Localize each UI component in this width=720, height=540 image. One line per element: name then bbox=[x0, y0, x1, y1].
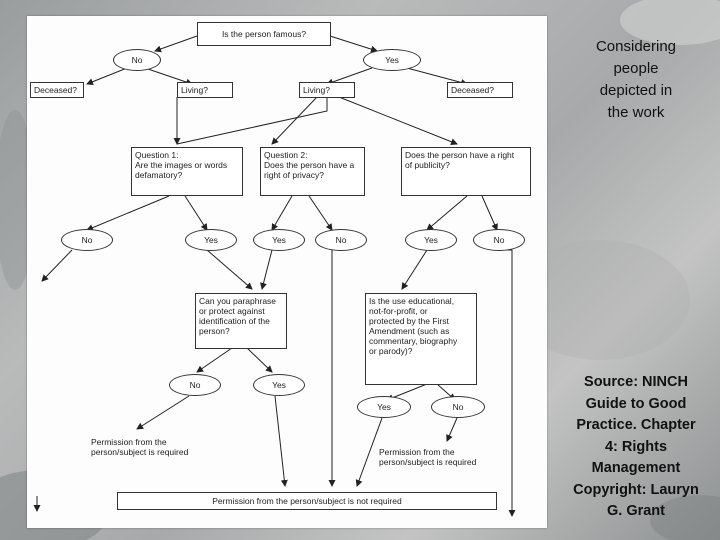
living-right-node: Living? bbox=[299, 82, 355, 98]
paraphrase-yes-node: Yes bbox=[253, 374, 305, 396]
deceased-right-node: Deceased? bbox=[447, 82, 513, 98]
q1-yes-node: Yes bbox=[185, 229, 237, 251]
question-2-box: Question 2: Does the person have a right… bbox=[260, 147, 365, 196]
q3-no-node: No bbox=[473, 229, 525, 251]
q1-no-node: No bbox=[61, 229, 113, 251]
permission-required-left: Permission from the person/subject is re… bbox=[91, 437, 189, 457]
famous-yes-node: Yes bbox=[363, 49, 421, 71]
flowchart: Is the person famous? No Yes Deceased? L… bbox=[27, 16, 547, 528]
q2-no-node: No bbox=[315, 229, 367, 251]
permission-not-required-box: Permission from the person/subject is no… bbox=[117, 492, 497, 510]
deceased-left-node: Deceased? bbox=[30, 82, 84, 98]
famous-no-node: No bbox=[113, 49, 161, 71]
q3-yes-node: Yes bbox=[405, 229, 457, 251]
question-1-box: Question 1: Are the images or words defa… bbox=[131, 147, 243, 196]
slide-caption-top: Considering people depicted in the work bbox=[595, 38, 677, 121]
paraphrase-no-node: No bbox=[169, 374, 221, 396]
educational-yes-node: Yes bbox=[357, 396, 411, 418]
living-left-node: Living? bbox=[177, 82, 233, 98]
educational-no-node: No bbox=[431, 396, 485, 418]
root-question: Is the person famous? bbox=[197, 22, 331, 46]
slide-source-caption: Source: NINCH Guide to Good Practice. Ch… bbox=[573, 374, 699, 519]
q2-yes-node: Yes bbox=[253, 229, 305, 251]
paraphrase-question-box: Can you paraphrase or protect against id… bbox=[195, 293, 287, 349]
educational-use-question-box: Is the use educational, not-for-profit, … bbox=[365, 293, 477, 385]
permission-required-right: Permission from the person/subject is re… bbox=[379, 447, 477, 467]
question-3-box: Does the person have a right of publicit… bbox=[401, 147, 531, 196]
